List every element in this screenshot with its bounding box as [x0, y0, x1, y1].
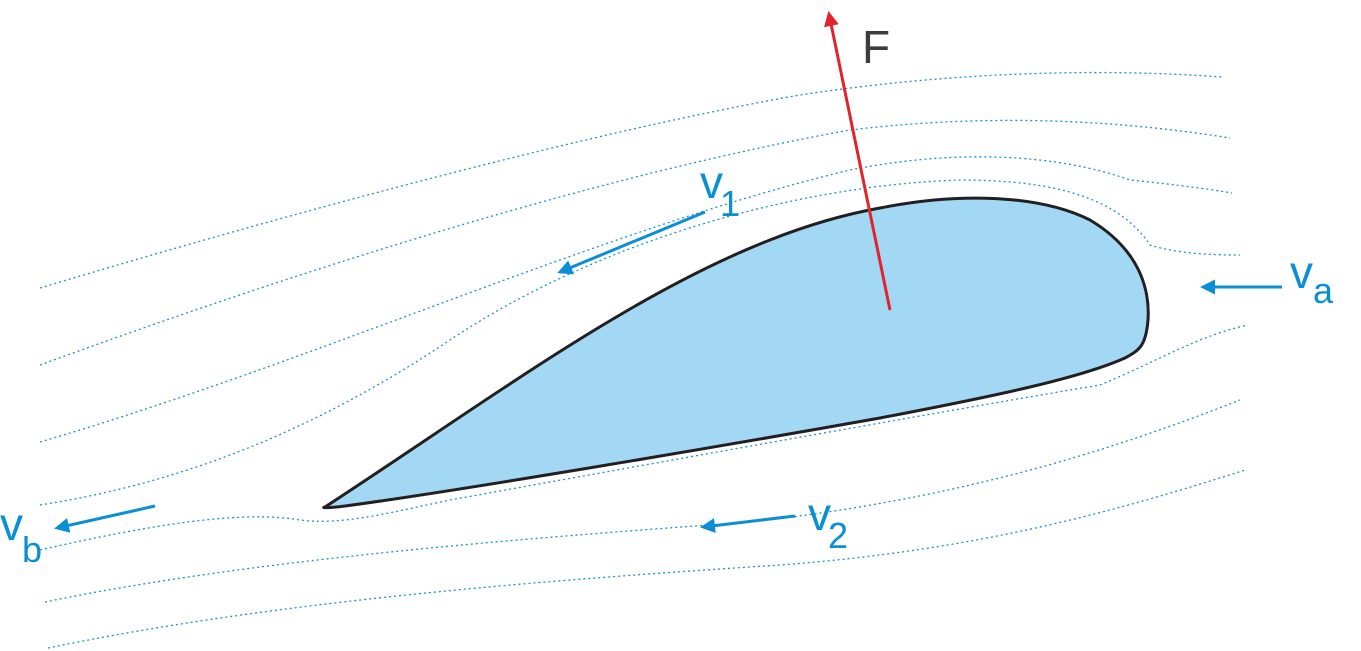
va-subscript: a — [1313, 270, 1334, 311]
streamline-3 — [39, 156, 1233, 443]
streamline-2 — [39, 119, 1231, 366]
v1-subscript: 1 — [720, 183, 740, 224]
vb-arrow — [54, 504, 156, 533]
v2-subscript: 2 — [828, 515, 848, 556]
vb-label: v — [0, 498, 23, 550]
streamline-4 — [39, 179, 1241, 506]
streamline-1 — [39, 71, 1223, 289]
vb-subscript: b — [22, 529, 42, 570]
va-label: v — [1290, 246, 1313, 298]
v1-label: v — [700, 156, 723, 208]
v2-arrow — [700, 514, 796, 534]
v2-label: v — [808, 488, 831, 540]
streamline-7 — [47, 469, 1246, 649]
v1-arrow — [557, 210, 706, 275]
airfoil — [322, 196, 1150, 510]
streamlines — [39, 71, 1249, 649]
force-label: F — [862, 21, 890, 73]
streamline-6 — [44, 399, 1241, 603]
force-arrow — [824, 11, 892, 311]
